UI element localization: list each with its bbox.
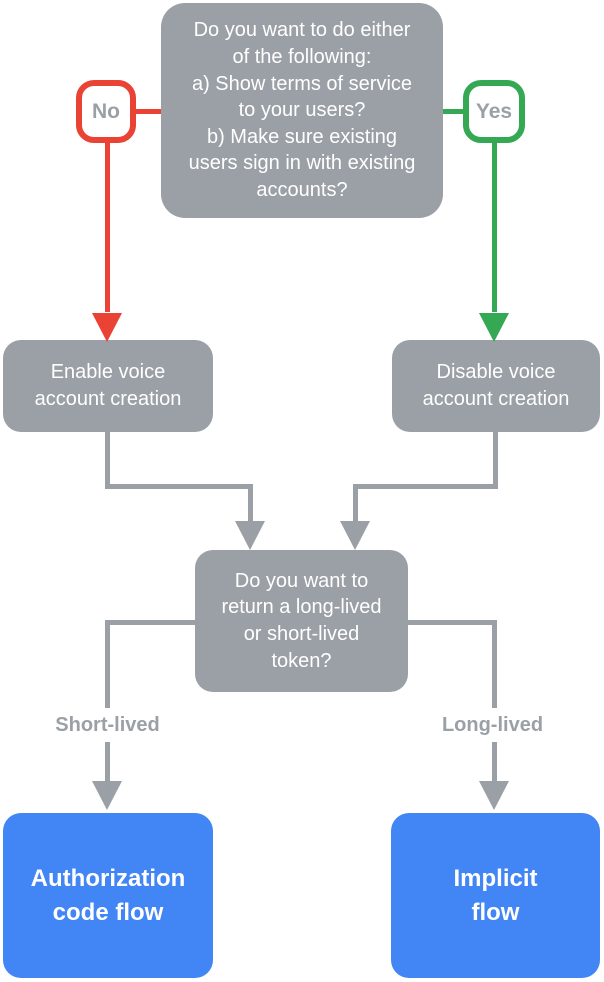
connector-no-horizontal bbox=[134, 109, 161, 114]
connector-token-right-across bbox=[408, 620, 497, 625]
arrow-down-gray-right-icon bbox=[340, 521, 370, 550]
connector-yes-vertical bbox=[492, 140, 497, 312]
node-authorization-code-flow: Authorization code flow bbox=[3, 813, 213, 978]
node-enable-voice-account-creation: Enable voice account creation bbox=[3, 340, 213, 432]
connector-disable-down bbox=[493, 432, 498, 489]
edge-label-long-lived: Long-lived bbox=[407, 708, 578, 742]
arrow-down-auth-flow-icon bbox=[92, 781, 122, 810]
node-implicit-flow: Implicit flow bbox=[391, 813, 600, 978]
badge-no: No bbox=[76, 80, 136, 143]
connector-enable-down bbox=[105, 432, 110, 489]
connector-disable-into-token bbox=[353, 484, 358, 522]
arrow-down-red-icon bbox=[92, 313, 122, 342]
connector-token-left-across bbox=[105, 620, 195, 625]
connector-long-lived-down bbox=[492, 620, 497, 781]
node-disable-voice-account-creation: Disable voice account creation bbox=[392, 340, 600, 432]
badge-yes: Yes bbox=[463, 80, 525, 143]
connector-yes-horizontal bbox=[443, 109, 463, 114]
connector-disable-across bbox=[353, 484, 498, 489]
node-question-token-lifetime: Do you want to return a long-lived or sh… bbox=[195, 550, 408, 692]
node-question-terms: Do you want to do either of the followin… bbox=[161, 3, 443, 218]
arrow-down-implicit-flow-icon bbox=[479, 781, 509, 810]
connector-enable-into-token bbox=[248, 484, 253, 522]
arrow-down-green-icon bbox=[479, 313, 509, 342]
edge-label-short-lived: Short-lived bbox=[22, 708, 193, 742]
arrow-down-gray-left-icon bbox=[235, 521, 265, 550]
connector-short-lived-down bbox=[105, 620, 110, 781]
connector-no-vertical bbox=[105, 140, 110, 312]
connector-enable-across bbox=[105, 484, 253, 489]
